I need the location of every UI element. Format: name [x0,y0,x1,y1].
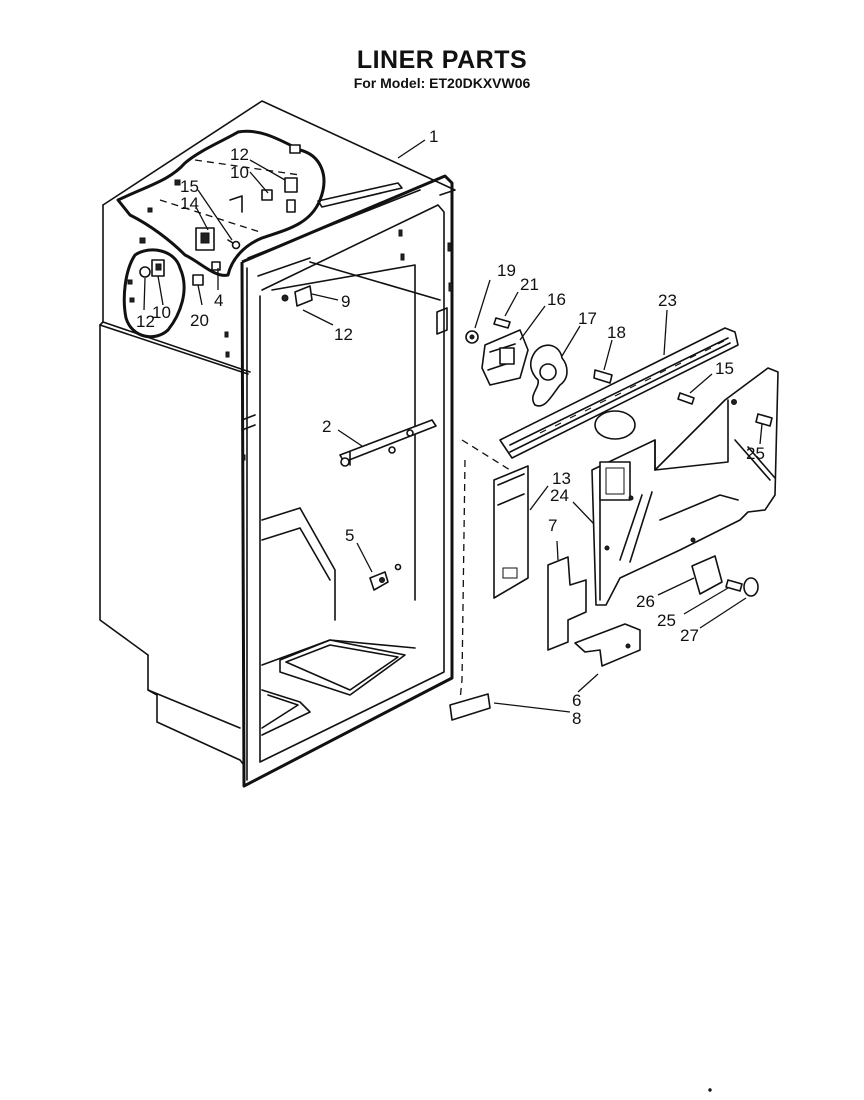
callout-21: 21 [520,275,539,294]
callout-14: 14 [180,194,199,213]
callout-2: 2 [322,417,331,436]
part-9-bracket [281,285,313,307]
callout-24: 24 [550,486,569,505]
callout-20: 20 [190,311,209,330]
callout-12: 12 [230,145,249,164]
callout-25: 25 [657,611,676,630]
part-7-plate [547,556,587,651]
callout-23: 23 [658,291,677,310]
callout-4: 4 [214,291,223,310]
callout-7: 7 [548,516,557,535]
callout-8: 8 [572,709,581,728]
model-subtitle: For Model: ET20DKXVW06 [353,75,531,91]
callout-17: 17 [578,309,597,328]
evaporator-cover [499,327,779,606]
callout-labels: 1 12 10 15 14 4 12 10 20 9 12 2 5 19 21 … [136,127,765,728]
callout-9: 9 [341,292,350,311]
callout-15: 15 [715,359,734,378]
callout-10: 10 [230,163,249,182]
callout-15: 15 [180,177,199,196]
callout-13: 13 [552,469,571,488]
leader-lines [143,139,763,713]
callout-19: 19 [497,261,516,280]
page-title: LINER PARTS [356,46,528,74]
part-2-crossbar [339,419,437,467]
part-6-plate [574,623,641,667]
part-5-clip [369,563,402,591]
parts-26-25-27 [691,555,759,597]
callout-1: 1 [429,127,438,146]
callout-5: 5 [345,526,354,545]
callout-6: 6 [572,691,581,710]
fan-motor-assembly [465,317,613,407]
callout-27: 27 [680,626,699,645]
callout-12: 12 [334,325,353,344]
callout-12: 12 [136,312,155,331]
cutaway-top [116,129,326,339]
callout-18: 18 [607,323,626,342]
part-13-panel [493,465,529,599]
callout-25: 25 [746,444,765,463]
callout-10: 10 [152,303,171,322]
callout-16: 16 [547,290,566,309]
cabinet-liner [99,100,456,788]
part-8-strip [449,693,491,721]
slot-row [539,340,725,434]
callout-26: 26 [636,592,655,611]
